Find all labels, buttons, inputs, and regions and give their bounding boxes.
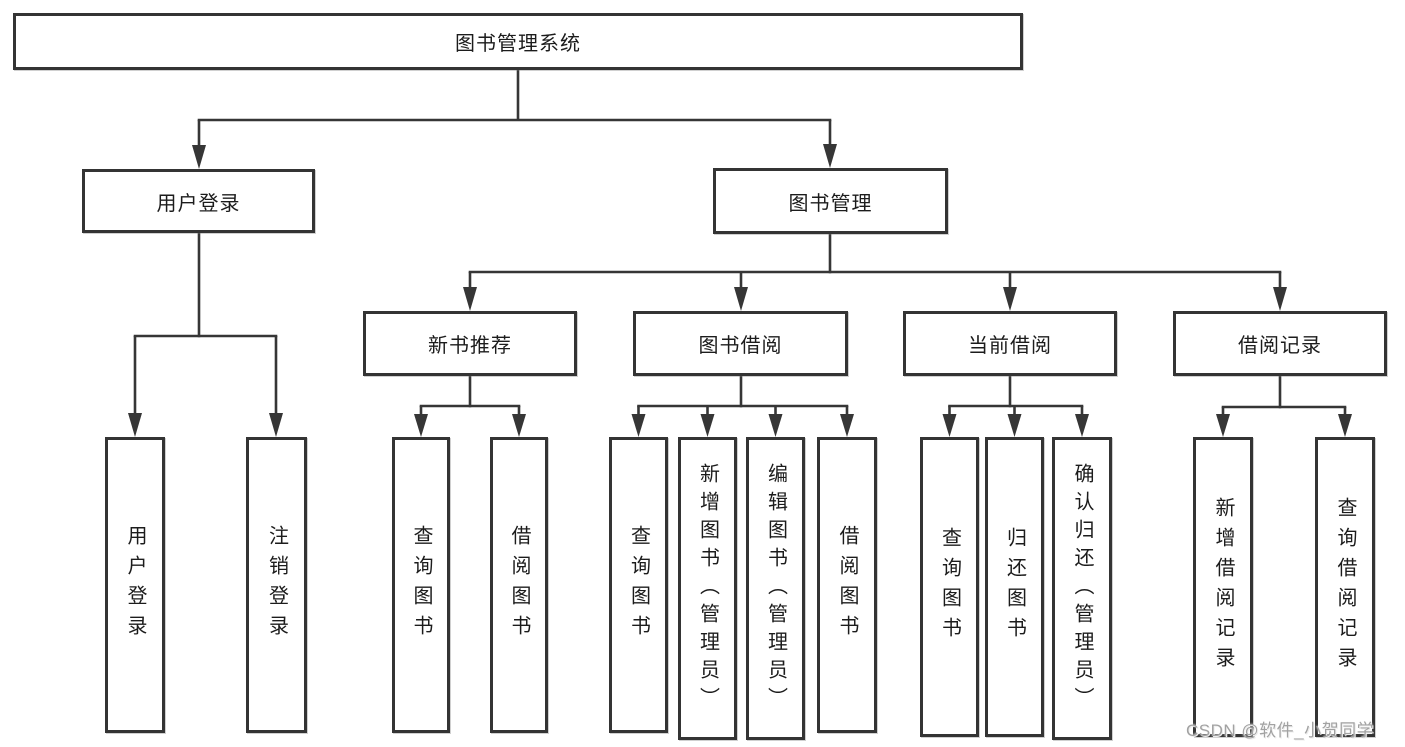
leaf-query-borrow-record: 查询借阅记录 <box>1315 437 1375 737</box>
node-root-label: 图书管理系统 <box>455 33 581 55</box>
leaf-add-book-admin: 新增图书（管理员） <box>678 437 737 740</box>
node-book-mgmt-label: 图书管理 <box>788 192 873 215</box>
leaf-user-login-label: 用户登录 <box>124 525 146 645</box>
leaf-logout-label: 注销登录 <box>265 525 288 645</box>
leaf-query-book-rec-label: 查询图书 <box>410 525 432 645</box>
leaf-query-book-borrow-label: 查询图书 <box>627 525 650 645</box>
leaf-borrow-book-rec-label: 借阅图书 <box>508 525 530 645</box>
leaf-borrow-book-label: 借阅图书 <box>836 525 858 645</box>
node-current-borrow-label: 当前借阅 <box>968 335 1052 357</box>
node-current-borrow: 当前借阅 <box>903 311 1117 376</box>
node-book-borrow: 图书借阅 <box>633 311 848 376</box>
leaf-query-book-borrow: 查询图书 <box>609 437 668 733</box>
leaf-add-borrow-record: 新增借阅记录 <box>1193 437 1253 737</box>
leaf-edit-book-admin: 编辑图书（管理员） <box>746 437 805 740</box>
leaf-logout: 注销登录 <box>246 437 307 733</box>
node-book-mgmt: 图书管理 <box>713 168 948 234</box>
leaf-user-login: 用户登录 <box>105 437 165 733</box>
node-user-login-label: 用户登录 <box>156 192 241 215</box>
watermark: CSDN @软件_小贺同学 <box>1186 721 1375 740</box>
node-user-login: 用户登录 <box>82 169 315 233</box>
leaf-return-book: 归还图书 <box>985 437 1044 737</box>
leaf-return-book-label: 归还图书 <box>1003 527 1026 647</box>
leaf-add-borrow-record-label: 新增借阅记录 <box>1212 497 1234 677</box>
leaf-query-borrow-record-label: 查询借阅记录 <box>1334 497 1356 677</box>
node-borrow-records-label: 借阅记录 <box>1238 335 1322 357</box>
leaf-borrow-book-rec: 借阅图书 <box>490 437 548 733</box>
leaf-confirm-return-admin-label: 确认归还（管理员） <box>1071 462 1093 715</box>
leaf-query-book-rec: 查询图书 <box>392 437 450 733</box>
leaf-query-book-current-label: 查询图书 <box>938 527 961 647</box>
node-borrow-records: 借阅记录 <box>1173 311 1387 376</box>
leaf-edit-book-admin-label: 编辑图书（管理员） <box>764 462 787 715</box>
node-new-book-rec: 新书推荐 <box>363 311 577 376</box>
node-new-book-rec-label: 新书推荐 <box>428 335 512 357</box>
leaf-query-book-current: 查询图书 <box>920 437 979 737</box>
leaf-borrow-book: 借阅图书 <box>817 437 877 733</box>
node-book-borrow-label: 图书借阅 <box>698 335 783 357</box>
leaf-add-book-admin-label: 新增图书（管理员） <box>696 462 719 715</box>
node-root: 图书管理系统 <box>13 13 1023 70</box>
leaf-confirm-return-admin: 确认归还（管理员） <box>1052 437 1112 740</box>
